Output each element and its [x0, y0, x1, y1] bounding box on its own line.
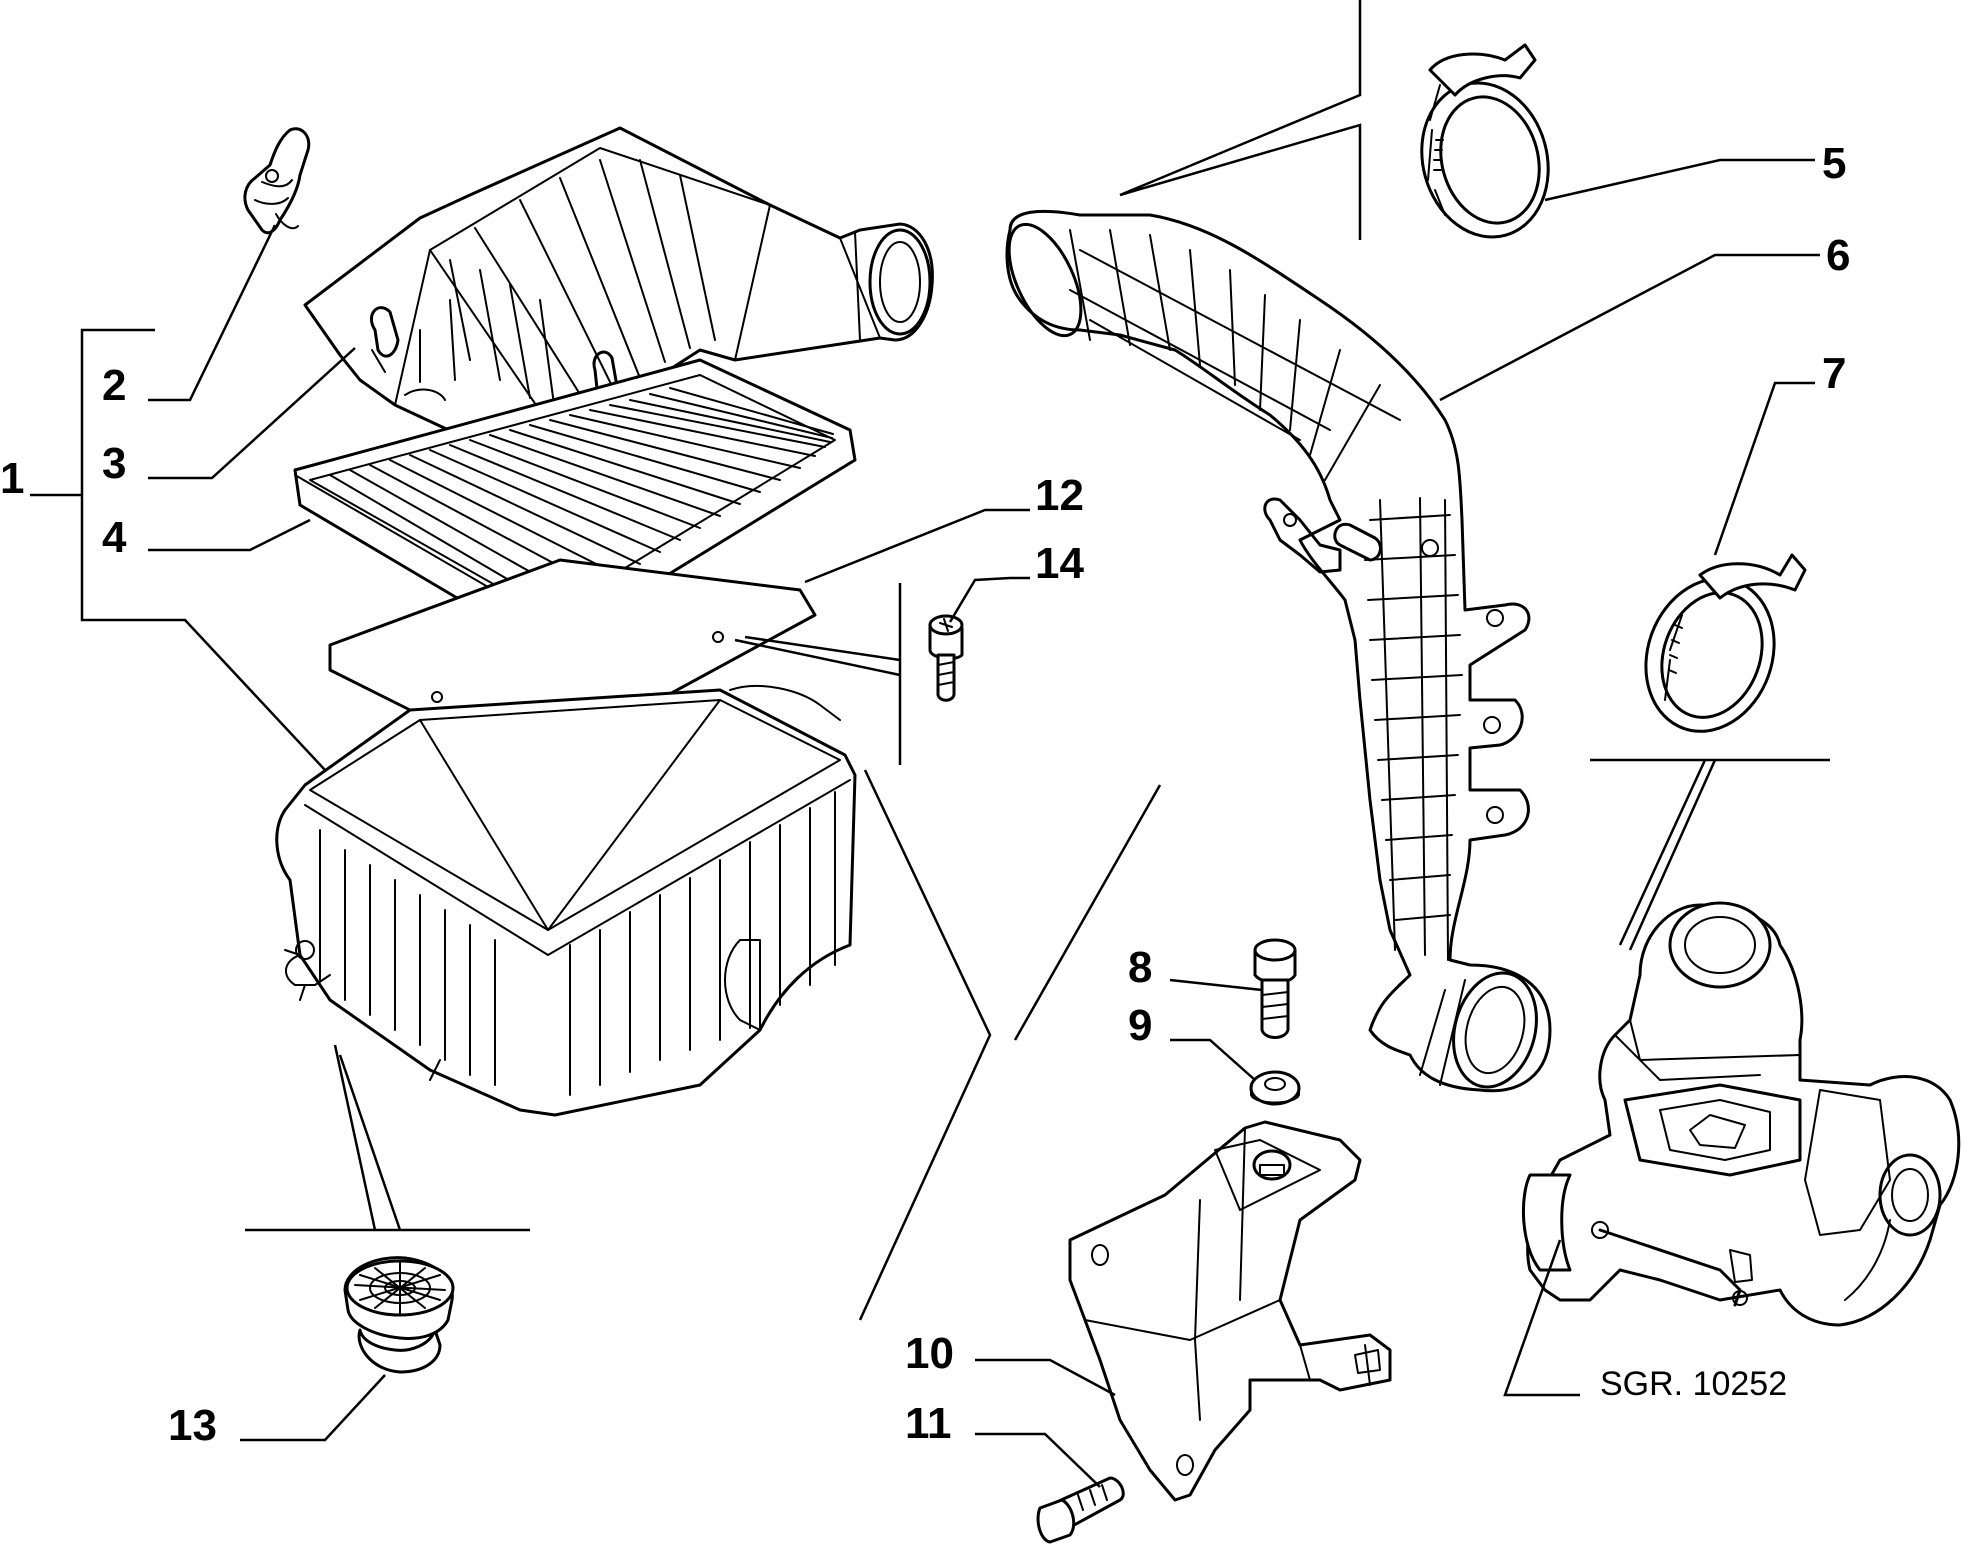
- screw-icon: [928, 614, 964, 702]
- leader-lines: [30, 0, 1830, 1488]
- bolt-icon: [1036, 1476, 1125, 1544]
- air-filter-housing-icon: [275, 684, 857, 1117]
- air-filter-element-icon: [293, 358, 857, 652]
- callout-13: 13: [168, 1401, 217, 1450]
- callout-2: 2: [102, 361, 126, 410]
- callout-8: 8: [1128, 943, 1152, 992]
- callout-10: 10: [905, 1329, 954, 1378]
- callout-6: 6: [1826, 231, 1850, 280]
- diagram-reference: SGR. 10252: [1600, 1365, 1787, 1403]
- washer-icon: [1249, 1070, 1301, 1106]
- rubber-grommet-icon: [343, 1256, 455, 1374]
- callout-3: 3: [102, 439, 126, 488]
- callout-14: 14: [1035, 539, 1084, 588]
- spring-clip-icon: [243, 127, 311, 235]
- callout-4: 4: [102, 513, 127, 562]
- bracket-icon: [1068, 1120, 1392, 1502]
- callout-1: 1: [0, 454, 24, 503]
- turbocharger-icon: [1522, 901, 1961, 1327]
- hose-clamp-icon: [1644, 553, 1807, 733]
- callout-11: 11: [905, 1399, 952, 1448]
- intake-hose-icon: [1005, 209, 1552, 1093]
- bolt-icon: [1253, 938, 1297, 1039]
- hose-clamp-icon: [1420, 43, 1550, 239]
- callout-5: 5: [1822, 139, 1846, 188]
- callout-labels: 1 2 3 4 5 6 7 8 9 10 11 12 13 14 SGR. 10…: [0, 139, 1850, 1450]
- callout-7: 7: [1822, 349, 1846, 398]
- callout-12: 12: [1035, 471, 1084, 520]
- callout-9: 9: [1128, 1001, 1152, 1050]
